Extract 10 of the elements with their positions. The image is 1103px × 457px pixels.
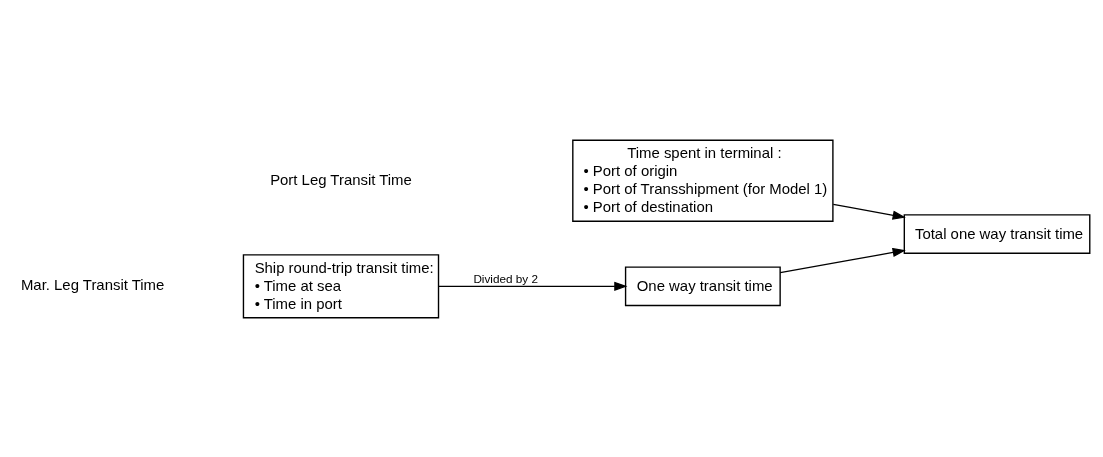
label: Port Leg Transit Time — [270, 170, 412, 188]
node-box: Total one way transit time — [903, 213, 1091, 254]
arrow — [779, 247, 906, 273]
edge-label: Divided by 2 — [473, 271, 538, 285]
label: Mar. Leg Transit Time — [20, 275, 165, 293]
node-box: One way transit time — [624, 265, 781, 306]
arrow — [832, 203, 906, 220]
node-box: Time spent in terminal : • Port of origin • Port of Transshipment (for Model 1) • Port of destination — [572, 139, 834, 222]
node-box: Ship round-trip transit time: • Time at sea • Time in port — [242, 253, 440, 318]
arrow — [438, 281, 628, 291]
